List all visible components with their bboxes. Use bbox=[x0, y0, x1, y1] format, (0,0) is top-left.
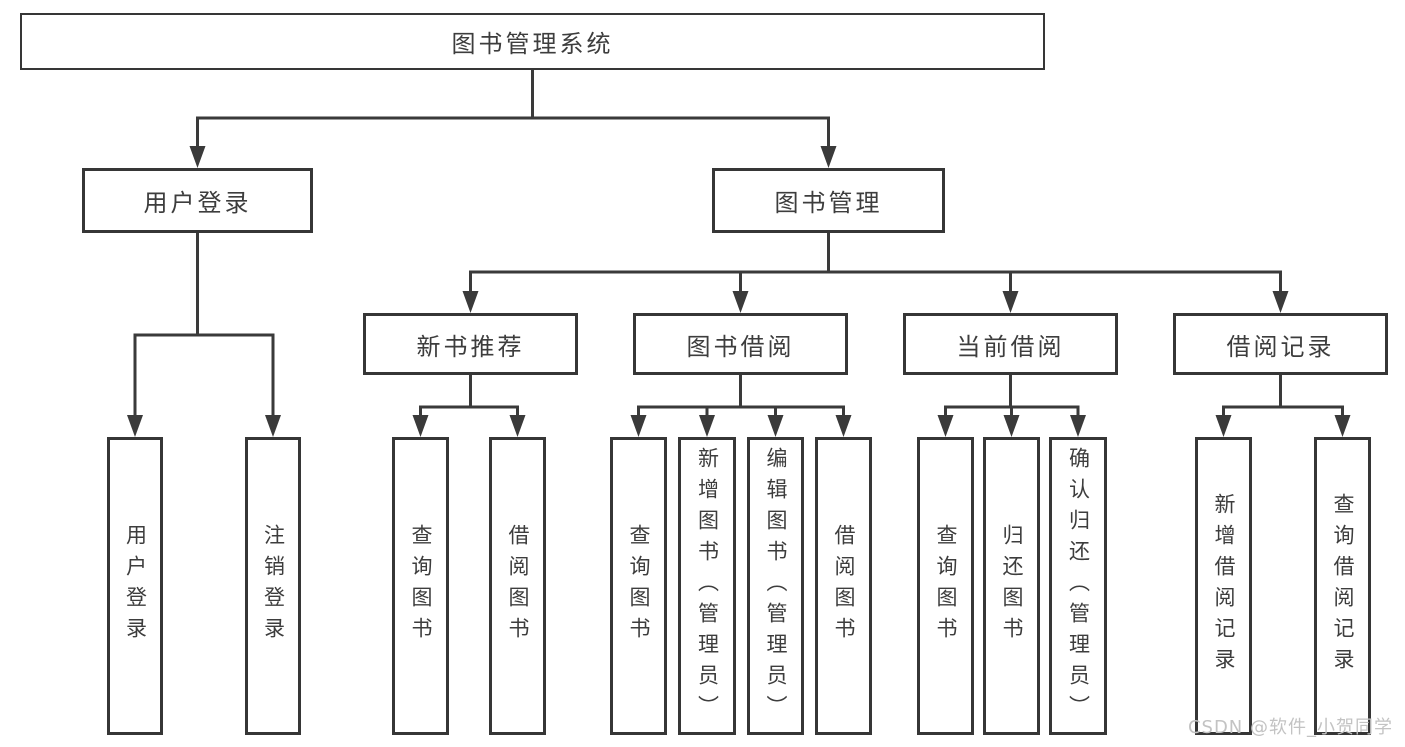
node-label: 查询图书 bbox=[627, 524, 651, 648]
node-label: 查询图书 bbox=[934, 524, 958, 648]
node-library-management-system: 图书管理系统 bbox=[20, 13, 1045, 70]
node-user-login: 用户登录 bbox=[82, 168, 313, 233]
leaf-query-books-recommend: 查询图书 bbox=[392, 437, 449, 735]
node-label: 新书推荐 bbox=[416, 332, 525, 361]
node-borrow-records: 借阅记录 bbox=[1173, 313, 1388, 375]
node-book-management: 图书管理 bbox=[712, 168, 945, 233]
leaf-add-borrow-record: 新增借阅记录 bbox=[1195, 437, 1252, 735]
node-label: 借阅图书 bbox=[506, 524, 530, 648]
node-label: 新增图书（管理员） bbox=[695, 446, 720, 726]
node-new-book-recommend: 新书推荐 bbox=[363, 313, 578, 375]
node-label: 查询图书 bbox=[409, 524, 433, 648]
leaf-edit-books-admin: 编辑图书（管理员） bbox=[747, 437, 804, 735]
leaf-confirm-return-admin: 确认归还（管理员） bbox=[1049, 437, 1107, 735]
node-label: 用户登录 bbox=[143, 189, 252, 217]
watermark: CSDN @软件_小贺同学 bbox=[1187, 717, 1393, 738]
leaf-return-books: 归还图书 bbox=[983, 437, 1040, 735]
leaf-query-borrow-record: 查询借阅记录 bbox=[1314, 437, 1371, 735]
node-label: 新增借阅记录 bbox=[1212, 493, 1236, 679]
leaf-user-login: 用户登录 bbox=[107, 437, 163, 735]
node-label: 用户登录 bbox=[123, 524, 148, 648]
node-label: 注销登录 bbox=[261, 524, 286, 648]
node-label: 归还图书 bbox=[1000, 524, 1024, 648]
leaf-add-books-admin: 新增图书（管理员） bbox=[678, 437, 736, 735]
node-label: 图书管理 bbox=[774, 189, 883, 217]
node-current-borrow: 当前借阅 bbox=[903, 313, 1118, 375]
leaf-borrow-books-recommend: 借阅图书 bbox=[489, 437, 546, 735]
leaf-borrow-books: 借阅图书 bbox=[815, 437, 872, 735]
node-label: 借阅图书 bbox=[832, 524, 856, 648]
node-label: 借阅记录 bbox=[1226, 332, 1335, 361]
leaf-query-books-borrow: 查询图书 bbox=[610, 437, 667, 735]
node-book-borrow: 图书借阅 bbox=[633, 313, 848, 375]
leaf-logout: 注销登录 bbox=[245, 437, 301, 735]
node-label: 查询借阅记录 bbox=[1331, 493, 1355, 679]
node-label: 当前借阅 bbox=[956, 332, 1065, 361]
node-label: 图书管理系统 bbox=[451, 30, 614, 58]
node-label: 图书借阅 bbox=[686, 332, 795, 361]
leaf-query-books-current: 查询图书 bbox=[917, 437, 974, 735]
node-label: 编辑图书（管理员） bbox=[764, 446, 788, 726]
node-label: 确认归还（管理员） bbox=[1066, 446, 1091, 726]
